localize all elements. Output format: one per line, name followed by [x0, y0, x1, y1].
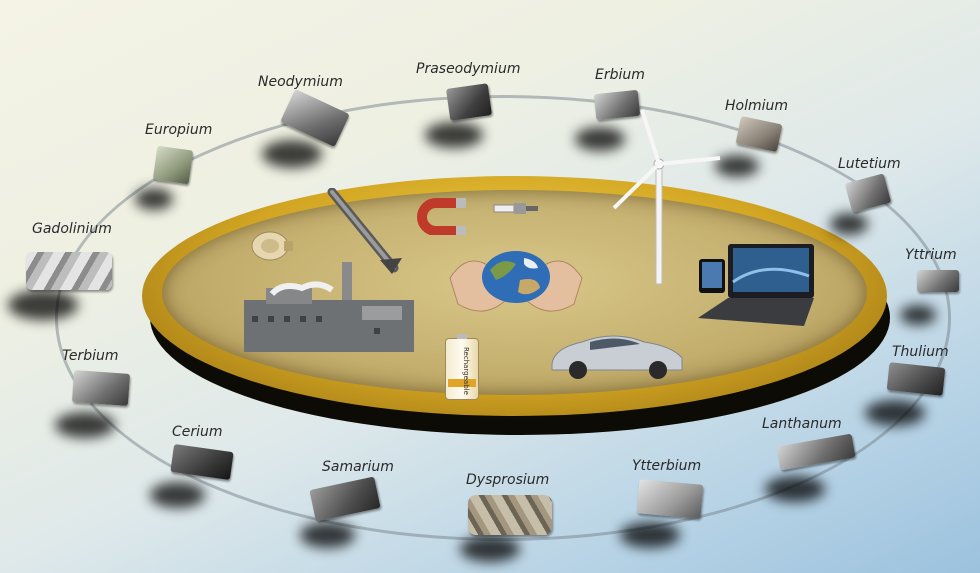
- battery-icon: Rechargeable: [445, 334, 479, 400]
- tablet-icon: [699, 259, 725, 293]
- terbium-specimen: [71, 370, 131, 406]
- specimen-shadow: [425, 122, 483, 148]
- ytterbium-specimen: [636, 479, 704, 519]
- element-label: Gadolinium: [32, 221, 112, 237]
- europium-specimen: [152, 145, 194, 185]
- element-label: Neodymium: [258, 74, 343, 90]
- element-label: Cerium: [172, 424, 223, 440]
- specimen-shadow: [8, 290, 78, 320]
- specimen-shadow: [135, 188, 173, 210]
- element-label: Yttrium: [905, 247, 957, 263]
- praseodymium-specimen: [445, 83, 493, 121]
- element-label: Samarium: [322, 459, 394, 475]
- specimen-shadow: [900, 305, 936, 325]
- element-label: Lutetium: [838, 156, 901, 172]
- specimen-shadow: [150, 482, 205, 508]
- specimen-shadow: [715, 155, 759, 177]
- thulium-specimen: [886, 362, 946, 396]
- earth-icon: [482, 251, 550, 303]
- element-label: Lanthanum: [762, 416, 842, 432]
- factory-icon: [244, 262, 414, 352]
- element-label: Terbium: [62, 348, 119, 364]
- element-label: Holmium: [725, 98, 789, 114]
- battery-label: Rechargeable: [462, 347, 470, 395]
- element-label: Thulium: [892, 344, 949, 360]
- spark-plug-icon: [493, 203, 538, 214]
- specimen-shadow: [300, 522, 355, 548]
- element-label: Erbium: [595, 67, 645, 83]
- wind-turbine-icon: [612, 109, 721, 285]
- missile-icon: [327, 188, 402, 274]
- specimen-shadow: [262, 140, 322, 168]
- element-label: Praseodymium: [416, 61, 521, 77]
- specimen-shadow: [575, 127, 625, 151]
- specimen-shadow: [55, 412, 115, 438]
- element-label: Dysprosium: [466, 472, 550, 488]
- specimen-shadow: [865, 400, 925, 426]
- specimen-shadow: [765, 476, 825, 502]
- lamp-icon: [251, 231, 293, 261]
- element-label: Ytterbium: [632, 458, 702, 474]
- element-label: Europium: [145, 122, 213, 138]
- specimen-shadow: [620, 522, 680, 548]
- dysprosium-specimen: [468, 495, 552, 535]
- specimen-shadow: [830, 213, 868, 235]
- specimen-shadow: [460, 536, 520, 562]
- yttrium-specimen: [917, 270, 959, 292]
- gadolinium-specimen: [26, 252, 112, 290]
- car-icon: [551, 335, 683, 379]
- laptop-icon: [698, 244, 814, 326]
- magnet-icon: [417, 198, 466, 235]
